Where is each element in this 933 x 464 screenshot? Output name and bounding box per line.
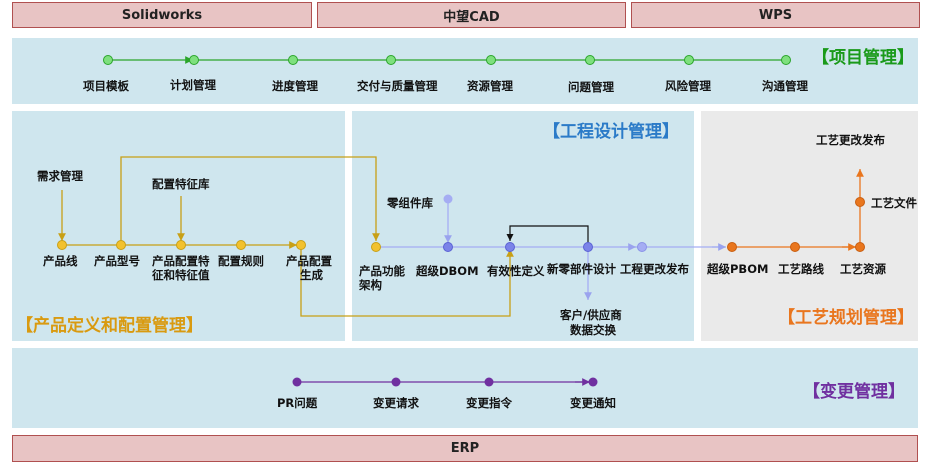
project-item-2: 计划管理 <box>170 78 216 92</box>
change-item-4: 变更通知 <box>570 396 616 410</box>
eng-eff-label: 有效性定义 <box>487 264 545 278</box>
change-node-3 <box>484 377 494 387</box>
change-item-2: 变更请求 <box>373 396 419 410</box>
proc-res-label: 工艺资源 <box>840 262 886 276</box>
top-bar-zwcad: 中望CAD <box>317 2 626 28</box>
project-node-3 <box>288 55 298 65</box>
eng-node-func <box>371 242 381 252</box>
project-node-8 <box>781 55 791 65</box>
product-featval-label-1: 产品配置特 <box>152 254 210 268</box>
proc-node-file <box>855 197 865 207</box>
eng-cust-label-2: 数据交换 <box>570 323 616 337</box>
proc-route-label: 工艺路线 <box>778 262 824 276</box>
project-node-2 <box>189 55 199 65</box>
engineering-title: 【工程设计管理】 <box>543 122 679 142</box>
process-nodes <box>727 197 865 252</box>
eng-lib-label: 零组件库 <box>387 196 433 210</box>
product-gen-label-2: 生成 <box>300 268 323 282</box>
change-flow <box>292 377 598 387</box>
product-node-model <box>116 240 126 250</box>
product-panel <box>12 111 345 341</box>
product-gen-label-1: 产品配置 <box>286 254 332 268</box>
product-nodes <box>57 240 306 250</box>
eng-node-eff <box>505 242 515 252</box>
eng-node-lib <box>443 194 453 204</box>
project-title: 【项目管理】 <box>812 48 914 68</box>
process-panel <box>701 111 918 341</box>
proc-node-route <box>790 242 800 252</box>
change-node-2 <box>391 377 401 387</box>
engineering-nodes <box>371 194 647 252</box>
eng-node-newpart <box>583 242 593 252</box>
project-node-5 <box>486 55 496 65</box>
proc-node-res <box>855 242 865 252</box>
top-bar-wps: WPS <box>631 2 920 28</box>
proc-node-pbom <box>727 242 737 252</box>
project-item-3: 进度管理 <box>272 79 318 93</box>
change-item-3: 变更指令 <box>466 396 512 410</box>
project-item-5: 资源管理 <box>467 79 513 93</box>
change-title: 【变更管理】 <box>803 382 905 402</box>
product-line-label: 产品线 <box>43 254 78 268</box>
top-bar-solidworks: Solidworks <box>12 2 312 28</box>
project-flow <box>103 55 791 65</box>
bottom-bar-erp: ERP <box>12 435 918 462</box>
eng-ecn-label: 工程更改发布 <box>620 262 689 276</box>
project-node-1 <box>103 55 113 65</box>
project-item-6: 问题管理 <box>568 80 614 94</box>
eng-cust-label-1: 客户/供应商 <box>560 308 622 322</box>
project-item-7: 风险管理 <box>665 79 711 93</box>
product-node-rules <box>236 240 246 250</box>
eng-node-sbom <box>443 242 453 252</box>
product-node-feat <box>176 240 186 250</box>
project-node-6 <box>585 55 595 65</box>
project-item-4: 交付与质量管理 <box>357 79 438 93</box>
product-req-label: 需求管理 <box>37 169 83 183</box>
process-title: 【工艺规划管理】 <box>778 308 914 328</box>
change-node-4 <box>588 377 598 387</box>
product-flow <box>58 156 514 317</box>
project-node-4 <box>386 55 396 65</box>
project-item-1: 项目模板 <box>83 79 129 93</box>
product-featlib-label: 配置特征库 <box>152 177 210 191</box>
product-rules-label: 配置规则 <box>218 254 264 268</box>
change-panel <box>12 348 918 428</box>
product-model-label: 产品型号 <box>94 254 140 268</box>
product-node-gen <box>296 240 306 250</box>
project-node-7 <box>684 55 694 65</box>
eng-sbom-label: 超级DBOM <box>416 264 479 278</box>
proc-file-label: 工艺文件 <box>871 196 917 210</box>
feedback-loop <box>506 225 589 247</box>
product-featval-label-2: 征和特征值 <box>152 268 210 282</box>
project-panel <box>12 38 918 104</box>
process-flow <box>732 169 864 251</box>
proc-pub-label: 工艺更改发布 <box>816 133 885 147</box>
eng-func-label-1: 产品功能 <box>359 264 405 278</box>
change-item-1: PR问题 <box>277 396 318 410</box>
change-node-1 <box>292 377 302 387</box>
project-item-8: 沟通管理 <box>762 79 808 93</box>
engineering-flow <box>376 201 726 300</box>
proc-pbom-label: 超级PBOM <box>707 262 769 276</box>
eng-func-label-2: 架构 <box>359 278 382 292</box>
product-title: 【产品定义和配置管理】 <box>16 316 203 336</box>
product-node-line <box>57 240 67 250</box>
eng-node-ecn <box>637 242 647 252</box>
eng-newpart-label: 新零部件设计 <box>547 262 616 276</box>
